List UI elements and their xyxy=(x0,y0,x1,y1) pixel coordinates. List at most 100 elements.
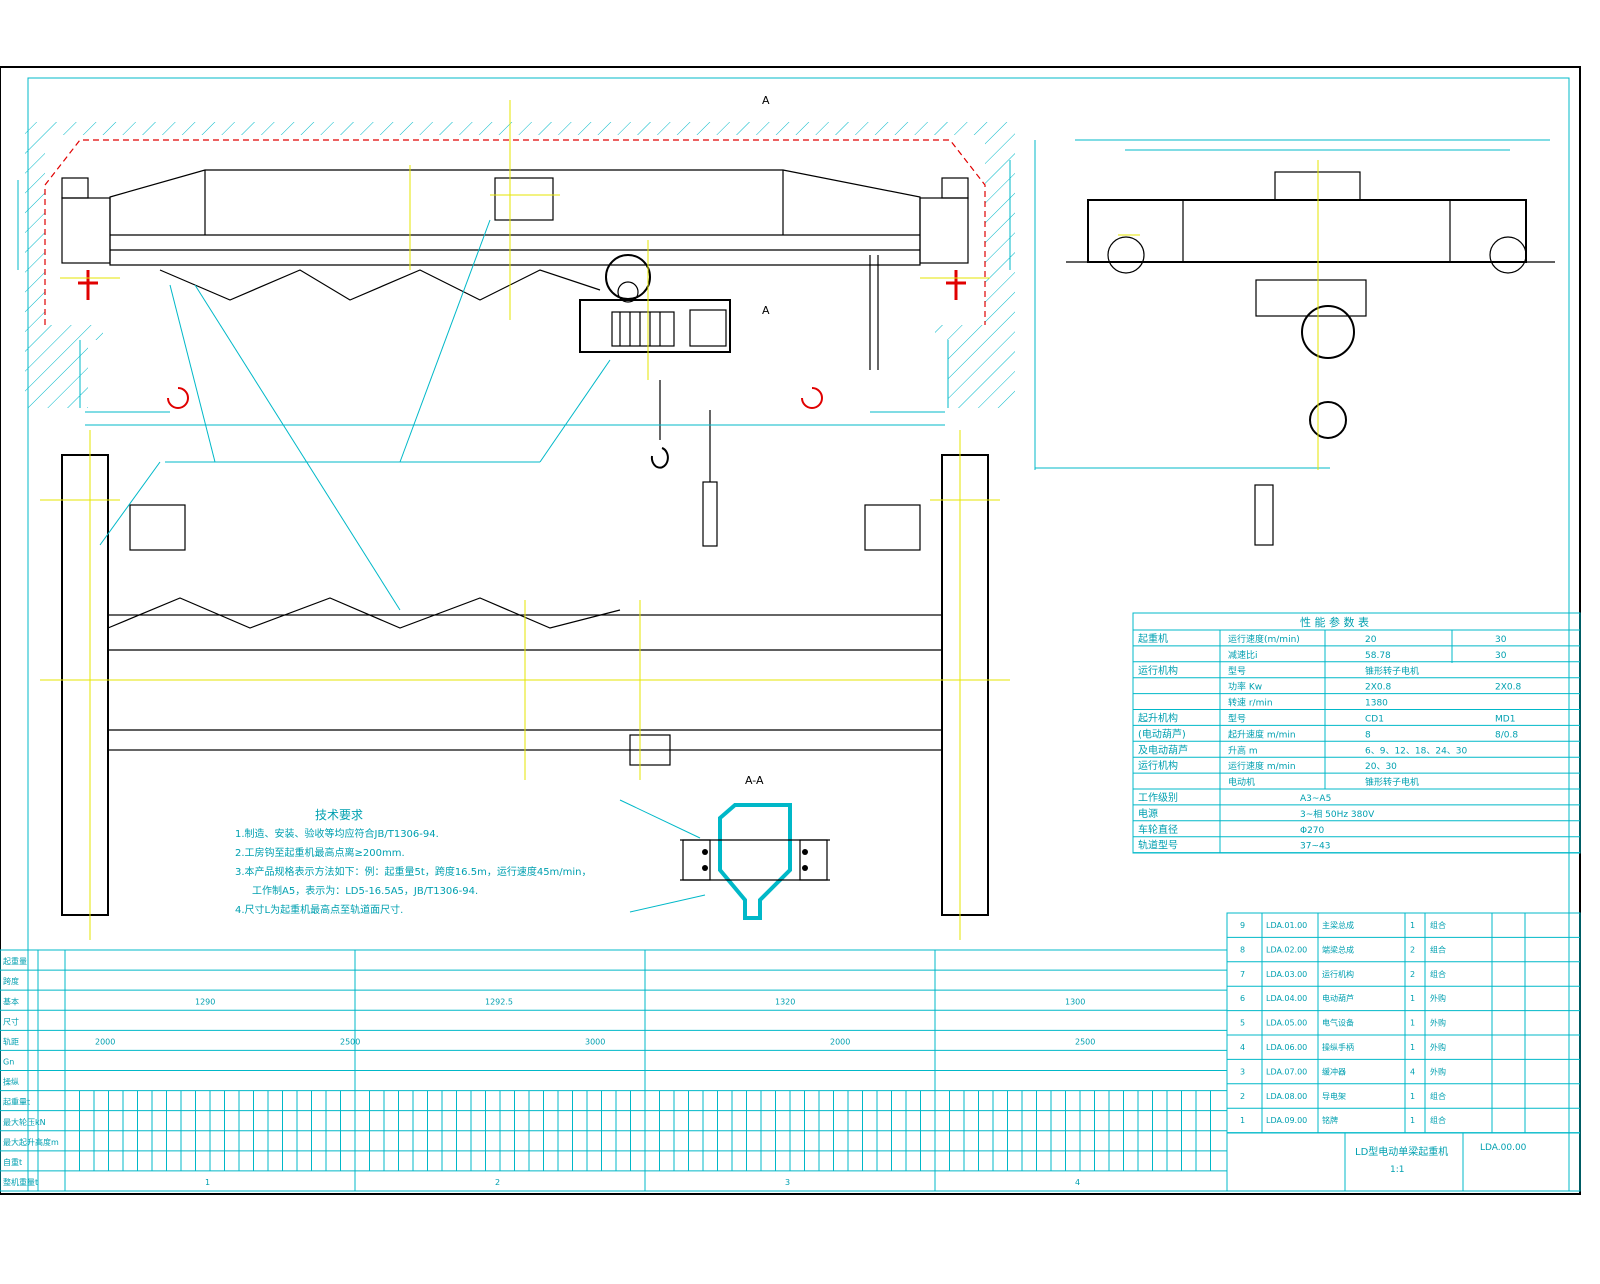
perf-group-label: 起重机 xyxy=(1138,632,1168,645)
part-name: 电气设备 xyxy=(1322,1018,1354,1028)
part-number: 3 xyxy=(1240,1067,1245,1076)
perf-value: 8 xyxy=(1365,730,1371,740)
tech-req-item: 1.制造、安装、验收等均应符合JB/T1306-94. xyxy=(235,827,439,840)
part-material: 组合 xyxy=(1430,920,1446,930)
perf-value: Φ270 xyxy=(1300,826,1325,836)
spec-span-value: 2000 xyxy=(95,1037,115,1046)
tech-req-item: 3.本产品规格表示方法如下：例：起重量5t，跨度16.5m，运行速度45m/mi… xyxy=(235,865,592,878)
part-material: 外购 xyxy=(1430,1042,1446,1052)
perf-value: MD1 xyxy=(1495,715,1515,725)
spec-base-value: 1300 xyxy=(1065,997,1085,1006)
perf-value: 8/0.8 xyxy=(1495,730,1518,740)
end-carriage xyxy=(1087,199,1527,263)
part-name: 运行机构 xyxy=(1322,969,1354,979)
perf-value: 58.78 xyxy=(1365,651,1391,661)
perf-group-label: 运行机构 xyxy=(1138,759,1178,772)
part-qty: 2 xyxy=(1410,945,1415,954)
part-name: 缓冲器 xyxy=(1322,1066,1346,1076)
spec-base-value: 1320 xyxy=(775,997,795,1006)
plan-end-truck-left xyxy=(61,454,109,916)
spec-row-label: 整机重量t xyxy=(3,1177,38,1187)
perf-param-label: 运行速度 m/min xyxy=(1228,760,1296,772)
perf-value: 30 xyxy=(1495,651,1507,661)
spec-section-number: 2 xyxy=(495,1178,500,1187)
hook-icon xyxy=(801,387,823,409)
travel-motor-left xyxy=(129,504,186,551)
perf-param-label: 电动机 xyxy=(1228,776,1255,788)
drawing-scale: 1:1 xyxy=(1390,1165,1404,1175)
side-elevation xyxy=(1034,139,1555,546)
perf-group-label: 工作级别 xyxy=(1138,792,1178,804)
title-block xyxy=(1226,1132,1581,1192)
perf-value: 锥形转子电机 xyxy=(1365,665,1419,677)
bottom-spec-table: 起重量跨度基本尺寸轨距Gn操纵起重量t最大轮压kN最大起升高度m自重t整机重量t… xyxy=(0,949,1228,1192)
spec-section-number: 1 xyxy=(205,1178,210,1187)
part-qty: 1 xyxy=(1410,994,1415,1003)
spec-span-value: 2000 xyxy=(830,1037,850,1046)
perf-param-label: 型号 xyxy=(1228,714,1246,725)
part-qty: 1 xyxy=(1410,1019,1415,1028)
spec-row-label: 自重t xyxy=(3,1157,22,1167)
part-material: 组合 xyxy=(1430,969,1446,979)
part-qty: 4 xyxy=(1410,1067,1415,1076)
electric-hoist xyxy=(579,254,731,469)
perf-group-label: (电动葫芦) xyxy=(1138,727,1186,740)
part-material: 组合 xyxy=(1430,944,1446,954)
perf-value: 2X0.8 xyxy=(1365,683,1391,693)
spec-row-label: 起重量 xyxy=(3,956,27,966)
spec-row-label: 最大起升高度m xyxy=(3,1137,59,1147)
part-number: 6 xyxy=(1240,994,1245,1003)
part-number: 8 xyxy=(1240,945,1245,954)
part-qty: 2 xyxy=(1410,970,1415,979)
front-elevation xyxy=(17,100,1015,547)
section-mark-mid: A xyxy=(762,304,770,317)
part-number: 7 xyxy=(1240,970,1245,979)
pendant-control xyxy=(702,481,718,547)
perf-value: 1380 xyxy=(1365,699,1388,709)
tech-req-item: 工作制A5，表示为：LD5-16.5A5，JB/T1306-94. xyxy=(252,884,478,897)
hook-icon xyxy=(650,447,669,469)
spec-row-label: 轨距 xyxy=(3,1036,19,1046)
part-name: 端梁总成 xyxy=(1322,944,1354,954)
part-qty: 1 xyxy=(1410,1043,1415,1052)
perf-value: 37~43 xyxy=(1300,842,1330,852)
perf-param-label: 转速 r/min xyxy=(1228,697,1273,709)
perf-param-label: 型号 xyxy=(1228,666,1246,677)
perf-value: 20、30 xyxy=(1365,762,1397,772)
part-qty: 1 xyxy=(1410,921,1415,930)
perf-value: 2X0.8 xyxy=(1495,683,1521,693)
perf-value: 3~相 50Hz 380V xyxy=(1300,808,1375,820)
part-code: LDA.07.00 xyxy=(1266,1067,1307,1076)
spec-span-value: 2500 xyxy=(340,1037,360,1046)
part-code: LDA.03.00 xyxy=(1266,970,1307,979)
section-aa-label: A-A xyxy=(745,774,764,787)
festoon-cable xyxy=(159,269,601,301)
spec-base-value: 1290 xyxy=(195,997,215,1006)
perf-group-label: 车轮直径 xyxy=(1138,823,1178,836)
spec-section-number: 4 xyxy=(1075,1178,1080,1187)
perf-group-label: 运行机构 xyxy=(1138,664,1178,677)
spec-span-value: 2500 xyxy=(1075,1037,1095,1046)
spec-row-label: Gn xyxy=(3,1058,14,1067)
part-name: 铭牌 xyxy=(1322,1115,1338,1125)
part-qty: 1 xyxy=(1410,1092,1415,1101)
part-code: LDA.09.00 xyxy=(1266,1116,1307,1125)
part-name: 操纵手柄 xyxy=(1322,1042,1354,1052)
spec-base-value: 1292.5 xyxy=(485,997,513,1006)
part-code: LDA.06.00 xyxy=(1266,1043,1307,1052)
plan-end-truck-right xyxy=(941,454,989,916)
spec-row-label: 基本 xyxy=(3,996,19,1006)
part-material: 组合 xyxy=(1430,1091,1446,1101)
performance-table-title: 性 能 参 数 表 xyxy=(1300,615,1369,629)
tech-req-title: 技术要求 xyxy=(315,808,363,822)
part-number: 4 xyxy=(1240,1043,1245,1052)
perf-value: CD1 xyxy=(1365,715,1384,725)
part-number: 9 xyxy=(1240,921,1245,930)
plan-view xyxy=(40,219,1010,940)
part-material: 外购 xyxy=(1430,993,1446,1003)
perf-group-label: 及电动葫芦 xyxy=(1138,743,1188,756)
part-code: LDA.01.00 xyxy=(1266,921,1307,930)
perf-value: 30 xyxy=(1495,635,1507,645)
spec-span-value: 3000 xyxy=(585,1037,605,1046)
